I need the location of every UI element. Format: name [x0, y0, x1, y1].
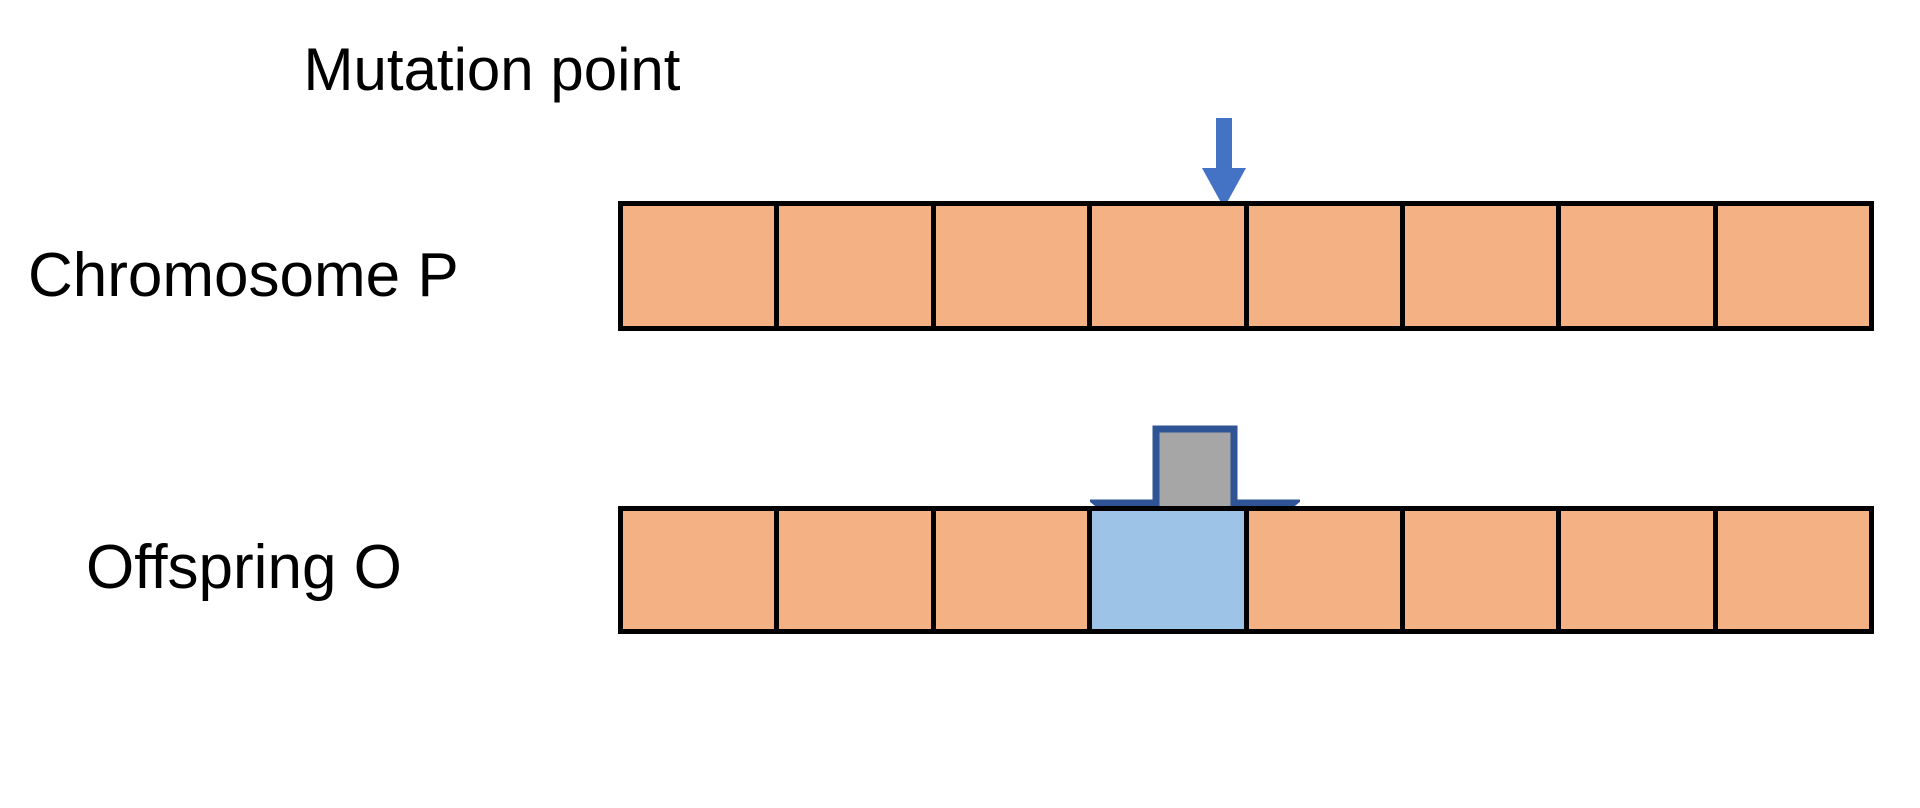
gene-cell[interactable]	[935, 511, 1093, 629]
gene-cell[interactable]	[1248, 511, 1405, 629]
gene-cell[interactable]	[1561, 511, 1718, 629]
gene-cell[interactable]	[623, 511, 780, 629]
gene-cell[interactable]	[1561, 206, 1718, 326]
gene-cell[interactable]	[779, 206, 936, 326]
gene-cell[interactable]	[935, 206, 1093, 326]
gene-cell[interactable]	[1404, 511, 1562, 629]
gene-cell[interactable]	[1092, 206, 1249, 326]
mutation-point-label: Mutation point	[303, 36, 681, 103]
mutation-point-arrow-icon	[1202, 118, 1246, 208]
chromosome-p-label: Chromosome P	[28, 241, 459, 310]
gene-cell[interactable]	[1717, 511, 1869, 629]
offspring-o-row	[618, 506, 1874, 634]
gene-cell[interactable]	[779, 511, 936, 629]
gene-cell[interactable]	[623, 206, 780, 326]
chromosome-p-row	[618, 201, 1874, 331]
offspring-o-label: Offspring O	[86, 533, 402, 602]
gene-cell[interactable]	[1404, 206, 1562, 326]
gene-cell-mutated[interactable]	[1092, 511, 1249, 629]
gene-cell[interactable]	[1248, 206, 1405, 326]
gene-cell[interactable]	[1717, 206, 1869, 326]
